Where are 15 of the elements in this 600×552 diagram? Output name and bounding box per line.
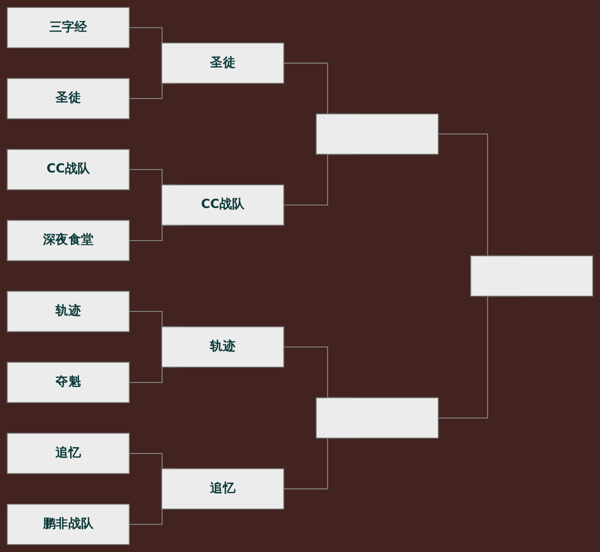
node-box: 追忆 [6,432,130,474]
node-box: CC战队 [6,148,130,190]
node-box [470,255,594,297]
node-box [316,113,439,155]
node-box: 鹏非战队 [6,504,130,546]
node-box: 三字经 [6,6,130,48]
node-box: 圣徒 [6,78,130,120]
node-box [316,397,439,439]
node-box: 轨迹 [161,326,284,368]
node-box: 圣徒 [161,42,284,84]
node-box: 轨迹 [6,290,130,332]
node-box: 夺魁 [6,362,130,404]
node-box: CC战队 [161,184,284,226]
node-box: 追忆 [161,468,284,510]
node-box: 深夜食堂 [6,220,130,262]
